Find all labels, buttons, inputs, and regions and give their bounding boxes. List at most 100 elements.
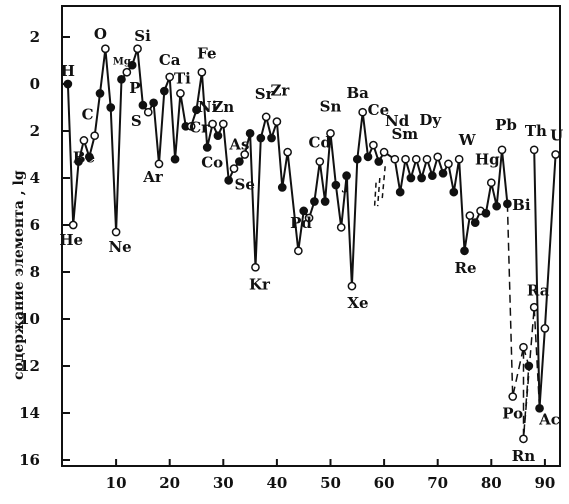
element-label-s: S bbox=[131, 112, 142, 130]
element-label-zn: Zn bbox=[212, 98, 234, 116]
data-point bbox=[358, 107, 368, 117]
element-label-be: Be bbox=[73, 148, 95, 166]
data-point bbox=[251, 262, 260, 272]
data-point bbox=[133, 44, 142, 54]
data-point bbox=[218, 119, 228, 129]
data-point bbox=[401, 154, 410, 164]
data-point bbox=[165, 72, 175, 82]
element-label-pd: Pd bbox=[290, 214, 312, 232]
data-point bbox=[529, 302, 539, 312]
element-label-ar: Ar bbox=[142, 168, 164, 186]
element-label-se: Se bbox=[235, 176, 255, 194]
element-label-sr: Sr bbox=[255, 85, 275, 103]
element-label-cr: Cr bbox=[189, 118, 210, 136]
data-point bbox=[460, 246, 469, 256]
data-point bbox=[540, 324, 550, 333]
data-point bbox=[449, 187, 459, 197]
data-point bbox=[186, 121, 196, 131]
element-label-ra: Ra bbox=[527, 281, 550, 299]
data-point bbox=[176, 89, 185, 98]
data-point bbox=[256, 133, 266, 143]
element-labels: HHeBeCONeMgSiPSArCaTiCrFeCoNiZnSeAsKrSrZ… bbox=[59, 25, 563, 465]
data-point bbox=[503, 199, 512, 209]
x-tick-label: 40 bbox=[266, 474, 287, 492]
data-point bbox=[122, 67, 132, 77]
data-point bbox=[293, 246, 303, 256]
x-tick-label: 60 bbox=[374, 474, 395, 492]
plot-frame bbox=[61, 5, 561, 467]
y-tick-label: 0 bbox=[30, 75, 40, 93]
data-point bbox=[90, 131, 100, 141]
data-point bbox=[202, 143, 212, 152]
data-point bbox=[261, 112, 271, 122]
element-label-he: He bbox=[59, 231, 83, 249]
data-point bbox=[481, 208, 491, 218]
data-point bbox=[519, 342, 528, 352]
y-tick-label: 6 bbox=[30, 216, 40, 234]
data-point bbox=[315, 157, 325, 166]
data-point bbox=[497, 145, 507, 155]
data-point bbox=[68, 220, 78, 230]
data-point bbox=[422, 154, 432, 164]
x-tick-label: 50 bbox=[320, 474, 341, 492]
element-label-hg: Hg bbox=[475, 151, 500, 169]
element-label-ca: Ca bbox=[159, 51, 181, 69]
data-point bbox=[342, 171, 351, 180]
data-point bbox=[95, 89, 105, 98]
data-point bbox=[154, 159, 164, 169]
data-point bbox=[320, 197, 330, 206]
data-points bbox=[63, 44, 560, 444]
data-point bbox=[310, 197, 319, 206]
data-point bbox=[235, 157, 244, 166]
data-point bbox=[197, 67, 207, 77]
data-point bbox=[63, 79, 73, 89]
data-point bbox=[438, 168, 448, 178]
data-point bbox=[84, 152, 94, 162]
data-point bbox=[486, 178, 496, 188]
element-label-zr: Zr bbox=[270, 82, 290, 100]
element-label-o: O bbox=[94, 25, 107, 43]
y-tick-label: 10 bbox=[19, 310, 40, 328]
data-point bbox=[267, 133, 276, 143]
data-point bbox=[245, 129, 255, 138]
data-point bbox=[331, 180, 341, 190]
element-label-pb: Pb bbox=[495, 116, 517, 134]
x-tick-label: 20 bbox=[159, 474, 180, 492]
y-tick-label: 14 bbox=[19, 404, 40, 422]
data-point bbox=[283, 147, 292, 157]
data-point bbox=[159, 86, 169, 96]
data-point bbox=[240, 150, 250, 159]
element-label-co: Co bbox=[201, 153, 223, 171]
element-label-h: H bbox=[61, 62, 75, 80]
data-point bbox=[304, 213, 314, 223]
dashed-guide bbox=[376, 177, 381, 207]
data-point bbox=[524, 361, 534, 371]
data-point bbox=[347, 281, 357, 291]
element-label-re: Re bbox=[454, 259, 476, 277]
data-point bbox=[79, 136, 89, 145]
element-label-dy: Dy bbox=[419, 111, 442, 129]
data-point bbox=[336, 223, 346, 232]
data-point bbox=[101, 44, 110, 54]
series-line-4 bbox=[522, 346, 530, 439]
data-point bbox=[138, 100, 148, 110]
element-label-sm: Sm bbox=[391, 125, 418, 143]
data-point bbox=[352, 154, 362, 164]
element-label-po: Po bbox=[502, 405, 523, 423]
series-line-2 bbox=[533, 149, 557, 410]
element-label-as: As bbox=[228, 136, 249, 154]
data-point bbox=[465, 211, 475, 220]
data-point bbox=[213, 131, 223, 141]
data-point bbox=[406, 173, 416, 183]
data-point bbox=[395, 187, 405, 197]
data-point bbox=[535, 403, 544, 413]
element-label-nd: Nd bbox=[385, 112, 410, 130]
y-tick-label: 2 bbox=[30, 28, 40, 46]
element-label-xe: Xe bbox=[347, 294, 368, 312]
element-label-ni: Ni bbox=[198, 98, 218, 116]
data-point bbox=[224, 176, 234, 185]
data-point bbox=[143, 107, 153, 117]
